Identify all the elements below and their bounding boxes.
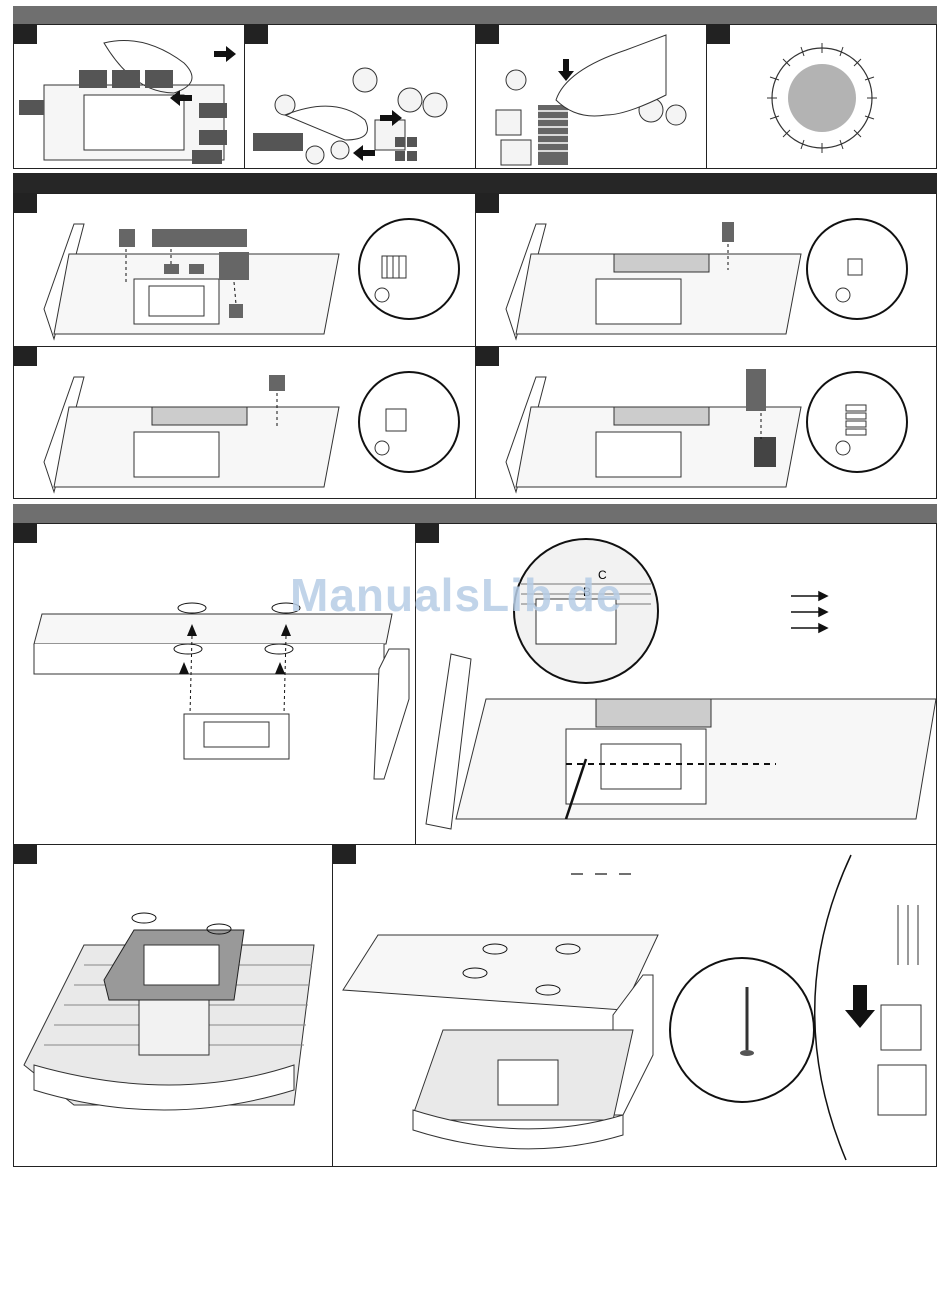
vrm-heatsink-illustration — [476, 194, 937, 347]
remove-cooler-illustration — [14, 25, 245, 169]
attach-cooler-illustration — [333, 845, 937, 1167]
section-header-bar-1 — [13, 6, 937, 24]
step-panel-4 — [706, 24, 937, 169]
press-heatsink-illustration — [476, 25, 707, 169]
step-panel-8 — [475, 346, 937, 499]
step-panel-7 — [13, 346, 476, 499]
heatsink-icon — [386, 409, 406, 431]
ram-heatsinks-illustration — [14, 194, 476, 347]
thermal-paste-illustration — [707, 25, 937, 169]
step-panel-5 — [13, 193, 476, 347]
step-panel-1 — [13, 24, 245, 169]
arrow-right-icon — [214, 46, 236, 62]
arrow-left-icon — [353, 145, 375, 161]
section-header-bar-3 — [13, 504, 937, 523]
multi-heatsink-illustration — [476, 347, 937, 499]
paste-circle — [788, 64, 856, 132]
watermark-text: ManualsLib.de — [290, 568, 622, 622]
single-heatsink-illustration — [14, 347, 476, 499]
step-panel-6 — [475, 193, 937, 347]
step-panel-3 — [475, 24, 707, 169]
heatsink-icon — [848, 259, 862, 275]
step-panel-11 — [13, 844, 333, 1167]
mount-bracket-illustration — [14, 845, 333, 1167]
step-panel-2 — [244, 24, 476, 169]
section-header-bar-2 — [13, 173, 937, 193]
arrow-down-icon — [845, 985, 875, 1028]
heatsink-icon — [382, 256, 406, 278]
arrow-right-icon — [791, 592, 827, 632]
clean-board-illustration — [245, 25, 476, 169]
step-panel-12 — [332, 844, 937, 1167]
